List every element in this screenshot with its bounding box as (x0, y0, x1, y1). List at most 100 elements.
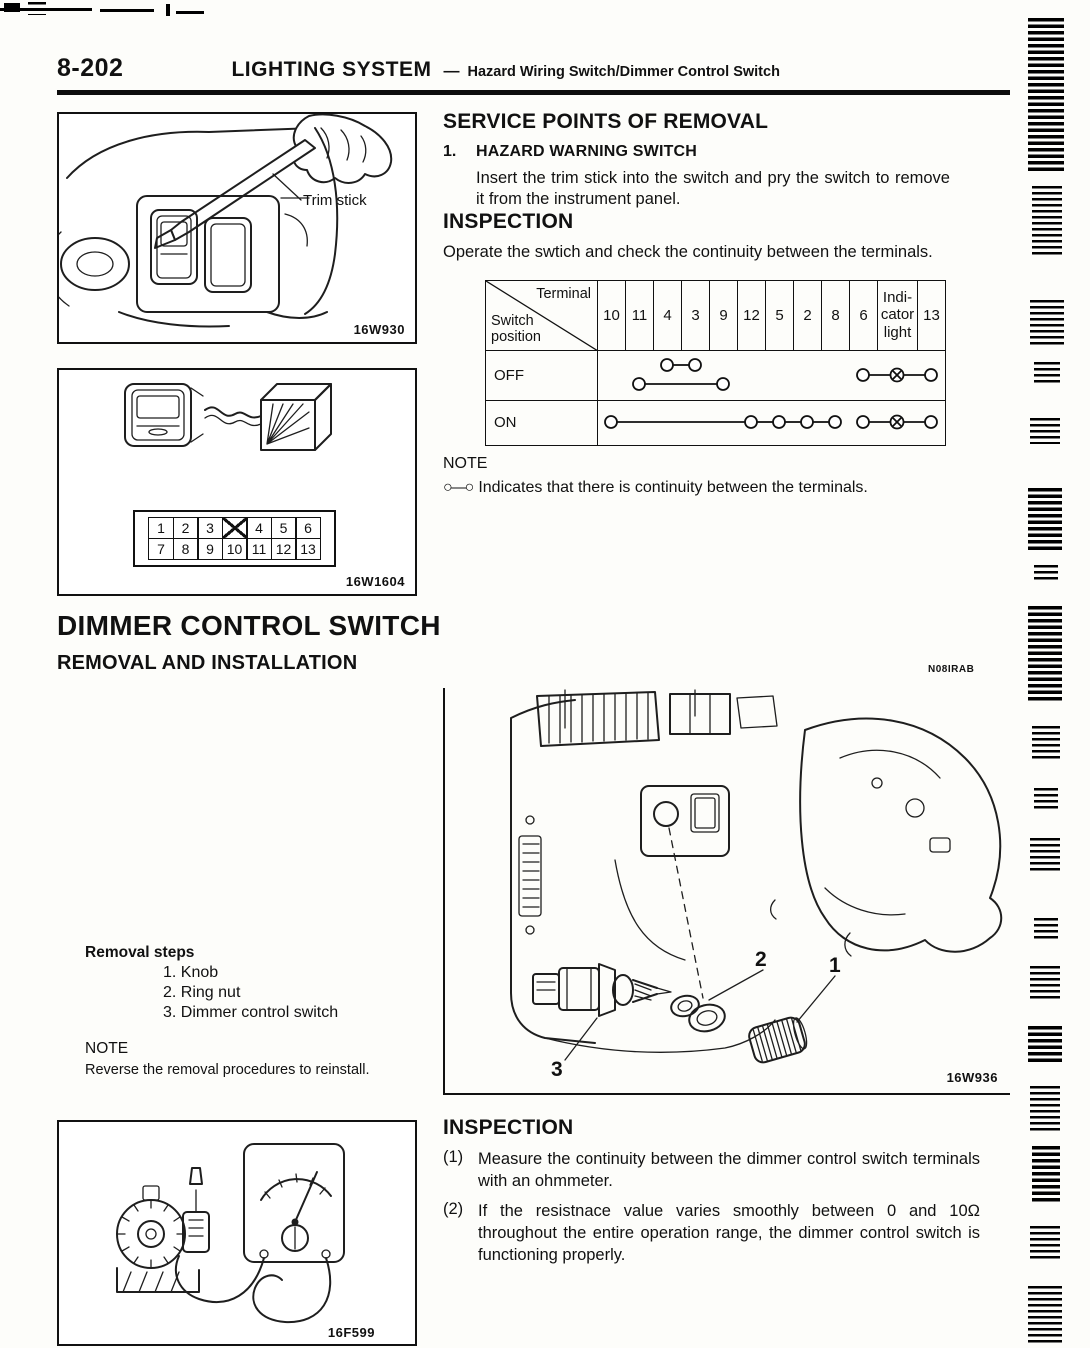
page-header: 8-202 LIGHTING SYSTEM — Hazard Wiring Sw… (57, 54, 1010, 83)
right-column: SERVICE POINTS OF REMOVAL 1. HAZARD WARN… (443, 110, 980, 498)
dashboard-illustration: 1 2 3 (510, 689, 1003, 1081)
item-text: If the resistnace value varies smoothly … (478, 1202, 980, 1264)
continuity-row-off (597, 349, 946, 401)
row-label-on: ON (485, 399, 598, 446)
row-label-off: OFF (485, 349, 598, 401)
figure-switch-connector: 1 2 3 4 5 6 7 8 9 10 11 12 13 16W1604 (57, 368, 417, 596)
terminal-column-header: 8 (821, 279, 850, 351)
terminal-column-header: 4 (653, 279, 682, 351)
heading-dimmer-control-switch: DIMMER CONTROL SWITCH (57, 610, 441, 641)
connector-pin: 10 (221, 537, 248, 560)
scan-artifact (100, 9, 154, 12)
scan-artifact (1028, 488, 1062, 550)
table-corner-cell: Terminal Switch position (485, 279, 598, 351)
section-inspection-dimmer: INSPECTION (1) Measure the continuity be… (443, 1116, 980, 1266)
figure-code: 16W936 (946, 1070, 998, 1085)
chapter-title: LIGHTING SYSTEM (231, 58, 432, 81)
note-text: Reverse the removal procedures to reinst… (85, 1062, 370, 1078)
scan-artifact (1030, 418, 1060, 444)
scan-artifact (1034, 918, 1058, 940)
scan-artifact (1030, 838, 1060, 874)
scan-artifact (1034, 362, 1060, 386)
item-number: (2) (443, 1200, 464, 1218)
connector-pin: 4 (246, 517, 272, 539)
figure-dimmer-removal: 1 2 3 16W936 (443, 688, 1010, 1095)
continuity-table: Terminal Switch position 10 11 4 3 9 12 … (485, 279, 946, 446)
note-label: NOTE (85, 1040, 129, 1057)
knob-drawing (748, 1016, 808, 1064)
connector-pin: 6 (295, 517, 321, 539)
callout-3: 3 (551, 1058, 563, 1081)
inspection-hazard-body: Operate the swtich and check the continu… (443, 243, 933, 261)
note-text: ○—○Indicates that there is continuity be… (443, 478, 868, 496)
terminal-column-header: 12 (737, 279, 766, 351)
service-points-body: Insert the trim stick into the switch an… (476, 169, 950, 208)
heading-inspection-hazard: INSPECTION (443, 210, 574, 233)
scan-artifact (1030, 1086, 1060, 1132)
callout-2: 2 (755, 948, 767, 971)
scan-artifact (1028, 1286, 1062, 1344)
scan-artifact (1032, 186, 1062, 256)
trim-stick-label: Trim stick (303, 192, 367, 209)
connector-pin: 7 (148, 537, 174, 560)
page-number: 8-202 (57, 54, 124, 82)
terminal-column-header: 5 (765, 279, 794, 351)
connector-pin-grid: 1 2 3 4 5 6 7 8 9 10 11 12 13 (133, 510, 336, 567)
continuity-row-on (597, 399, 946, 446)
scan-artifact (1028, 606, 1062, 702)
indicator-light-column-header: Indi- cator light (877, 279, 918, 351)
inspection-item: (2) If the resistnace value varies smoot… (443, 1200, 980, 1266)
switch-connector-illustration (124, 383, 332, 451)
removal-item: 1. HAZARD WARNING SWITCH (443, 143, 980, 161)
scan-artifact (1030, 300, 1064, 345)
continuity-symbol: ○—○ (443, 478, 474, 496)
connector-pin: 11 (246, 537, 272, 560)
connector-pin: 5 (270, 517, 297, 539)
connector-pin: 8 (172, 537, 199, 560)
note-continuity: NOTE ○—○Indicates that there is continui… (443, 455, 980, 498)
connector-pin: 3 (197, 517, 223, 539)
scan-artifact (0, 8, 92, 11)
connector-pin: 2 (172, 517, 199, 539)
terminal-column-header: 9 (709, 279, 738, 351)
item-text: Measure the continuity between the dimme… (478, 1150, 980, 1190)
trim-stick-illustration (59, 114, 393, 328)
inspection-item: (1) Measure the continuity between the d… (443, 1148, 980, 1192)
scan-artifact (1032, 1146, 1060, 1202)
scan-artifact (1034, 565, 1058, 583)
connector-pin: 9 (197, 537, 223, 560)
heading-service-points: SERVICE POINTS OF REMOVAL (443, 110, 769, 133)
connector-pin: 13 (295, 537, 321, 560)
header-rule (57, 90, 1010, 95)
corner-label-terminal: Terminal (536, 285, 591, 302)
removal-step: 1. Knob (163, 964, 219, 981)
heading-inspection-dimmer: INSPECTION (443, 1116, 574, 1139)
terminal-column-header: 6 (849, 279, 878, 351)
terminal-column-header: 3 (681, 279, 710, 351)
removal-steps: Removal steps 1. Knob 2. Ring nut 3. Dim… (85, 944, 435, 1078)
pin-row-2: 7 8 9 10 11 12 13 (148, 537, 321, 560)
figure-ohmmeter-test: 16F599 (57, 1120, 417, 1346)
item-title: HAZARD WARNING SWITCH (476, 143, 698, 160)
connector-pin-blank (221, 517, 248, 539)
callout-1: 1 (829, 954, 841, 977)
scan-artifact (4, 3, 20, 12)
figure-code: 16W930 (353, 322, 405, 337)
section-code: N08IRAB (928, 664, 975, 675)
terminal-column-header: 13 (917, 279, 946, 351)
connector-pin: 12 (270, 537, 297, 560)
figure-trim-stick: Trim stick 16W930 (57, 112, 417, 344)
scan-artifact (166, 4, 170, 16)
pin-row-1: 1 2 3 4 5 6 (148, 517, 321, 539)
corner-label-switch-position: Switch position (491, 313, 541, 346)
removal-steps-label: Removal steps (85, 944, 195, 961)
figure-code: 16F599 (327, 1325, 375, 1340)
scan-artifact (1032, 726, 1060, 760)
figure-code: 16W1604 (345, 574, 405, 589)
item-number: (1) (443, 1148, 464, 1166)
connector-pin: 1 (148, 517, 174, 539)
scan-artifact (28, 2, 46, 15)
note-label: NOTE (443, 454, 488, 472)
terminal-column-header: 11 (625, 279, 654, 351)
